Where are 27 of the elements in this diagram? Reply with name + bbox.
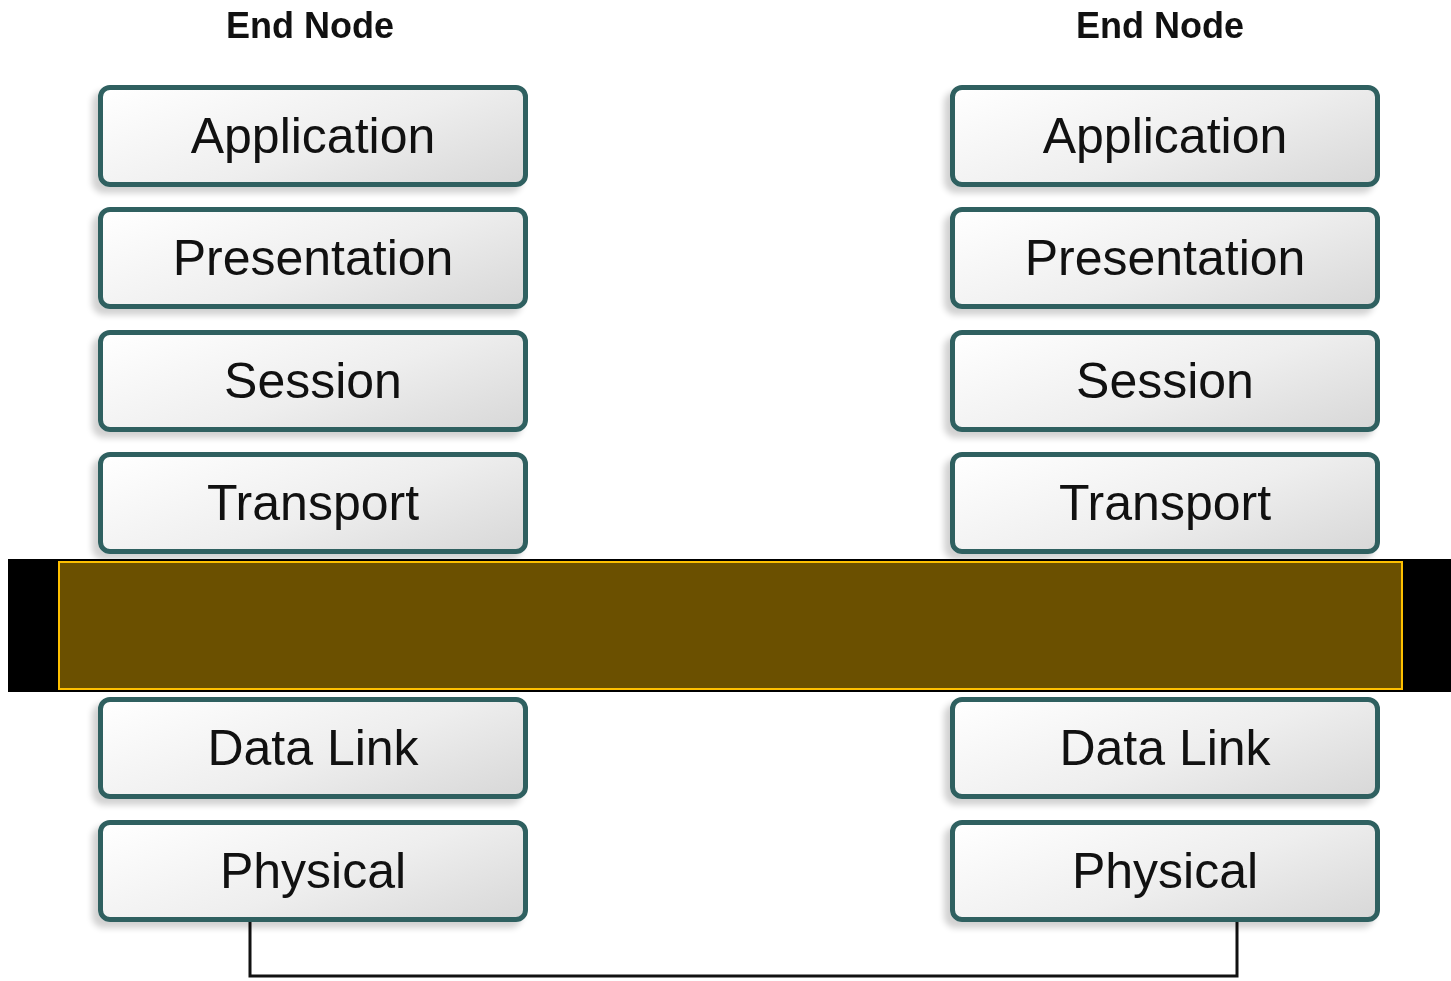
layer-name: Physical — [1071, 842, 1259, 900]
layer-name: Data Link — [207, 719, 419, 777]
stack-heading: End Node — [1075, 5, 1245, 47]
layer-name: Transport — [1058, 474, 1272, 532]
layer-box — [950, 85, 1380, 187]
layer-name: Presentation — [172, 229, 454, 287]
layer-box — [950, 452, 1380, 554]
layer-box — [98, 452, 528, 554]
layer-box — [950, 330, 1380, 432]
layer-name: Application — [1042, 107, 1288, 165]
layer-name: Session — [224, 352, 402, 410]
layer-name: Session — [1076, 352, 1254, 410]
layer-box — [98, 697, 528, 799]
layer-box — [950, 697, 1380, 799]
connector-line — [248, 922, 1239, 978]
layer-box — [950, 207, 1380, 309]
layer-box — [98, 207, 528, 309]
stack-heading: End Node — [225, 5, 395, 47]
layer-name: Application — [190, 107, 436, 165]
layer-name: Presentation — [1024, 229, 1306, 287]
layer-box — [98, 85, 528, 187]
layer-name: Physical — [219, 842, 407, 900]
layer-name: Data Link — [1059, 719, 1271, 777]
layer-box — [98, 820, 528, 922]
layer-box — [950, 820, 1380, 922]
layer-name: Transport — [206, 474, 420, 532]
layer-box — [98, 330, 528, 432]
